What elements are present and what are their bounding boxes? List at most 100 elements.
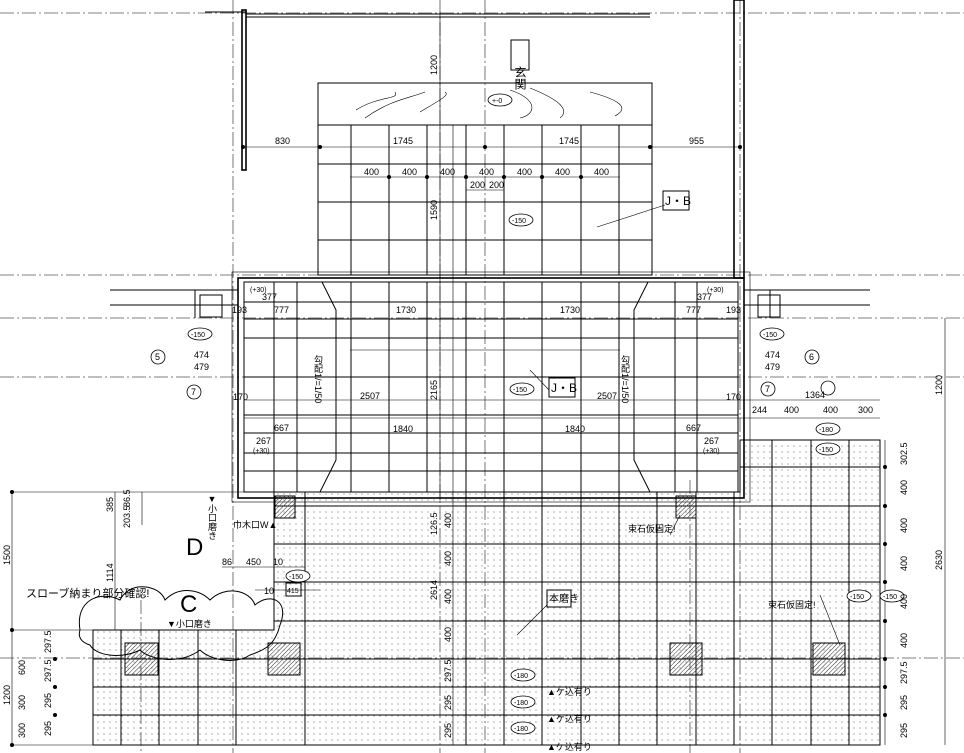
tsukaishi-note-right: 束石仮固定! — [768, 599, 816, 610]
honmigaki-label: 本磨き — [549, 592, 579, 605]
dim-text: 1745 — [393, 136, 413, 146]
tsukaishi-note-left: 束石仮固定! — [628, 523, 676, 534]
dim-text: 2614 — [429, 580, 439, 600]
entrance-landing — [317, 82, 653, 276]
dim-text: 667 — [686, 423, 701, 433]
dim-text: 193 — [232, 305, 247, 315]
dim-text: 267 — [256, 436, 271, 446]
foundation-stone — [124, 642, 159, 676]
dim-text: 400 — [440, 167, 455, 177]
dim-text: 1200 — [934, 375, 944, 395]
dim-text: 400 — [517, 167, 532, 177]
section-marker-c: C — [180, 591, 197, 618]
dim-text: 1840 — [565, 424, 585, 434]
slope-right: 勾配1/=1/50 — [620, 354, 630, 403]
dim-text: 1730 — [396, 305, 416, 315]
dim-text: 400 — [443, 513, 453, 528]
dim-text: 2507 — [597, 391, 617, 401]
foundation-stone — [274, 495, 296, 519]
koguchi-note-vertical: ▼小口磨き — [207, 494, 217, 540]
dim-text: 200 — [489, 180, 504, 190]
dim-text: 400 — [899, 633, 909, 648]
dim-text: 400 — [823, 405, 838, 415]
dim-text: 400 — [899, 594, 909, 609]
dim-text: 86 — [222, 557, 232, 567]
dim-text: 400 — [443, 589, 453, 604]
foundation-stone — [267, 642, 301, 676]
dim-text: 400 — [899, 556, 909, 571]
foundation-stone — [812, 642, 846, 676]
level-mark: (+30) — [703, 448, 720, 455]
dim-text: 297.5 — [43, 659, 53, 682]
level-mark: -150 — [819, 447, 833, 454]
level-mark: -150 — [289, 574, 303, 581]
dim-text: 474 — [194, 350, 209, 360]
dim-text: 377 — [262, 292, 277, 302]
dim-text: 474 — [765, 350, 780, 360]
porch-grid — [244, 281, 738, 493]
level-mark: -150 — [513, 387, 527, 394]
dim-text: 86.5 — [122, 489, 132, 507]
foundation-stone — [669, 642, 703, 676]
jb-lower-box — [548, 377, 576, 398]
dim-text: 297.5 — [443, 659, 453, 682]
section-markers: D C 5 6 7 7 — [150, 349, 836, 618]
dim-text: 1200 — [2, 685, 12, 705]
dim-text: 244 — [752, 405, 767, 415]
paving-area — [78, 439, 881, 746]
dim-text: 777 — [274, 305, 289, 315]
dim-text: 297.5 — [43, 630, 53, 653]
dim-text: 400 — [443, 551, 453, 566]
dim-text: 1364 — [805, 390, 825, 400]
dim-text: 400 — [899, 480, 909, 495]
genkan-label: 玄関 — [513, 65, 527, 90]
dim-text: 400 — [402, 167, 417, 177]
dim-text: 1114 — [105, 563, 115, 582]
dim-text: 10 — [273, 557, 283, 567]
level-mark: +-0 — [492, 98, 502, 105]
dim-text: 297.5 — [899, 661, 909, 684]
level-mark: -180 — [514, 726, 528, 733]
dim-text: 300 — [858, 405, 873, 415]
dim-text: 200 — [470, 180, 485, 190]
foundation-stone — [675, 495, 697, 519]
level-mark: -150 — [850, 594, 864, 601]
honmigaki-box — [546, 589, 572, 608]
slope-left: 勾配1/=1/50 — [313, 354, 323, 403]
section-marker-d: D — [186, 534, 203, 561]
dim-text: 400 — [899, 518, 909, 533]
dimension-texts: 830 1745 1745 955 1200 1590 400 400 400 … — [2, 55, 944, 738]
dim-text: 1500 — [2, 545, 12, 565]
dim-text: 300 — [17, 723, 27, 738]
level-mark: -150 — [763, 332, 777, 339]
level-mark: -180 — [514, 700, 528, 707]
dim-text: 955 — [689, 136, 704, 146]
kekomi-note: ▲ケ込有り — [547, 741, 592, 752]
level-mark: -180 — [514, 673, 528, 680]
level-mark: -150 — [883, 594, 897, 601]
dim-text: 2507 — [360, 391, 380, 401]
dim-text: 777 — [686, 305, 701, 315]
level-mark: (+30) — [253, 448, 270, 455]
dim-text: 1840 — [393, 424, 413, 434]
jb-upper-box — [662, 190, 690, 211]
dim-text: 400 — [555, 167, 570, 177]
dim-text: 400 — [479, 167, 494, 177]
kekomi-note: ▲ケ込有り — [547, 713, 592, 724]
dim-text: 2165 — [429, 380, 439, 400]
dim-text: 126.5 — [429, 512, 439, 535]
genkan-label-box — [510, 39, 530, 71]
dim-text: 667 — [274, 423, 289, 433]
dim-text: 295 — [43, 721, 53, 736]
dim-text: 295 — [443, 695, 453, 710]
dim-text: 400 — [364, 167, 379, 177]
jb-lower-label: J・B — [551, 381, 577, 395]
dim-text: 1730 — [560, 305, 580, 315]
level-mark: (+30) — [250, 287, 267, 294]
dim-text: 400 — [443, 627, 453, 642]
level-mark: 415 — [287, 588, 299, 595]
level-marks: +-0 -150 -150 -180 -180 -180 -150 -180 -… — [187, 93, 905, 735]
jb-upper-label: J・B — [665, 194, 691, 208]
dim-text: 267 — [704, 436, 719, 446]
